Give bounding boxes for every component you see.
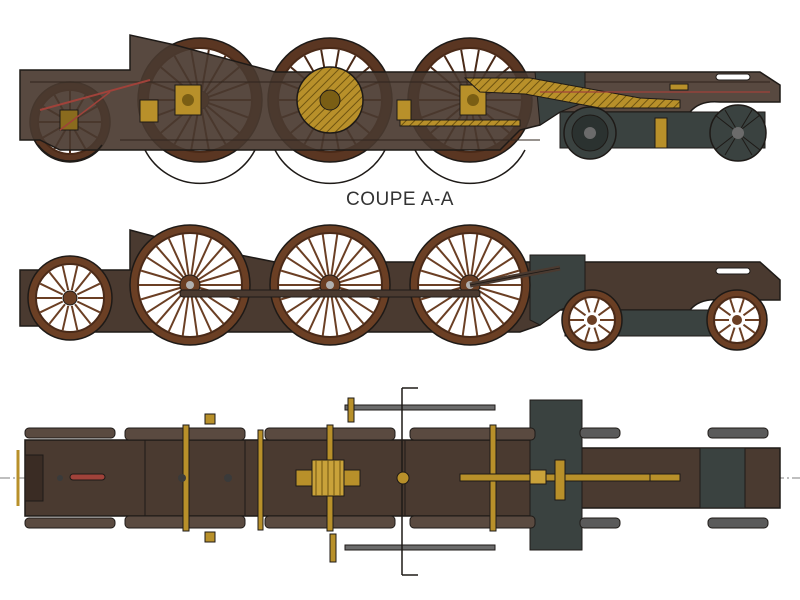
wheel-spoke — [181, 234, 190, 278]
wheel-spoke — [593, 327, 600, 342]
wheel-spoke — [426, 256, 464, 282]
wheel-spoke — [76, 282, 101, 296]
wheel-spoke — [307, 238, 328, 279]
wheel-spoke — [194, 245, 225, 280]
plan-view-from-below — [0, 387, 800, 576]
wheel-spoke — [192, 291, 213, 332]
wheel-spoke — [167, 238, 188, 279]
wheel-spoke — [295, 245, 326, 280]
wheel-spoke — [334, 245, 365, 280]
wheel-spoke — [48, 271, 66, 293]
wheel-spoke — [584, 298, 591, 313]
section-frame — [19, 34, 781, 151]
wheel-spoke — [474, 245, 505, 280]
wheel-spoke — [70, 305, 79, 331]
section-lower-rims — [37, 144, 526, 185]
wheel-spoke — [476, 256, 514, 282]
wheel-spoke — [146, 256, 184, 282]
wheel-spoke — [573, 323, 587, 334]
wheel-spoke — [48, 303, 66, 325]
wheel-spoke — [738, 327, 745, 342]
wheel-spoke — [447, 291, 468, 332]
wheel-spoke — [155, 290, 186, 325]
wheel-spoke — [718, 306, 732, 317]
wheel-spoke — [155, 245, 186, 280]
wheel-spoke — [597, 306, 611, 317]
wheel-spoke — [742, 323, 756, 334]
wheel-spoke — [420, 269, 463, 284]
wheel-spoke — [146, 288, 184, 314]
elevation-driving-wheel-2 — [269, 224, 391, 346]
wheel-spoke — [140, 286, 183, 301]
section-caption: COUPE A-A — [346, 189, 454, 210]
section-brake-rods — [39, 79, 770, 131]
elevation-trailing-wheel-2 — [706, 289, 768, 351]
wheel-spoke — [330, 292, 339, 336]
side-elevation-view — [19, 224, 781, 351]
wheel-spoke — [74, 303, 92, 325]
wheel-spoke — [39, 282, 64, 296]
wheel-spoke — [447, 238, 468, 279]
wheel-spoke — [196, 256, 234, 282]
wheel-spoke — [738, 298, 745, 313]
wheel-spoke — [181, 292, 190, 336]
wheel-spoke — [476, 288, 514, 314]
wheel-spoke — [336, 256, 374, 282]
section-equalizer-beam — [399, 77, 689, 127]
wheel-spoke — [461, 292, 470, 336]
wheel-spoke — [307, 291, 328, 332]
wheel-spoke — [461, 234, 470, 278]
wheel-spoke — [61, 265, 70, 291]
wheel-spoke — [192, 238, 213, 279]
wheel-spoke — [435, 245, 466, 280]
section-cut-gear — [296, 66, 364, 134]
elevation-trailing-wheel-1 — [561, 289, 623, 351]
wheel-spoke — [280, 269, 323, 284]
plan-drive-shaft — [16, 450, 681, 506]
wheel-spoke — [39, 300, 64, 314]
wheel-spoke — [190, 292, 199, 336]
wheel-spoke — [474, 290, 505, 325]
wheel-spoke — [74, 271, 92, 293]
elevation-pony-wheel — [27, 255, 113, 341]
wheel-spoke — [742, 306, 756, 317]
wheel-spoke — [167, 291, 188, 332]
wheel-spoke — [729, 327, 736, 342]
wheel-spoke — [593, 298, 600, 313]
wheel-spoke — [321, 234, 330, 278]
wheel-spoke — [472, 291, 493, 332]
wheel-spoke — [573, 306, 587, 317]
wheel-spoke — [197, 269, 240, 284]
wheel-spoke — [597, 323, 611, 334]
wheel-spoke — [70, 265, 79, 291]
wheel-spoke — [321, 292, 330, 336]
wheel-spoke — [470, 292, 479, 336]
wheel-spoke — [330, 234, 339, 278]
wheel-spoke — [332, 291, 353, 332]
wheel-spoke — [332, 238, 353, 279]
wheel-spoke — [729, 298, 736, 313]
elevation-driving-wheel-1 — [129, 224, 251, 346]
plan-central-gear — [295, 459, 410, 497]
wheel-spoke — [472, 238, 493, 279]
wheel-spoke — [477, 286, 520, 301]
section-view-a-a — [19, 34, 781, 185]
wheel-spoke — [140, 269, 183, 284]
wheel-spoke — [337, 269, 380, 284]
wheel-spoke — [61, 305, 70, 331]
elevation-coupling-rod — [179, 265, 561, 298]
wheel-spoke — [286, 256, 324, 282]
wheel-spoke — [76, 300, 101, 314]
plan-bolts — [57, 474, 232, 482]
wheel-spoke — [190, 234, 199, 278]
wheel-spoke — [718, 323, 732, 334]
wheel-spoke — [584, 327, 591, 342]
wheel-spoke — [470, 234, 479, 278]
